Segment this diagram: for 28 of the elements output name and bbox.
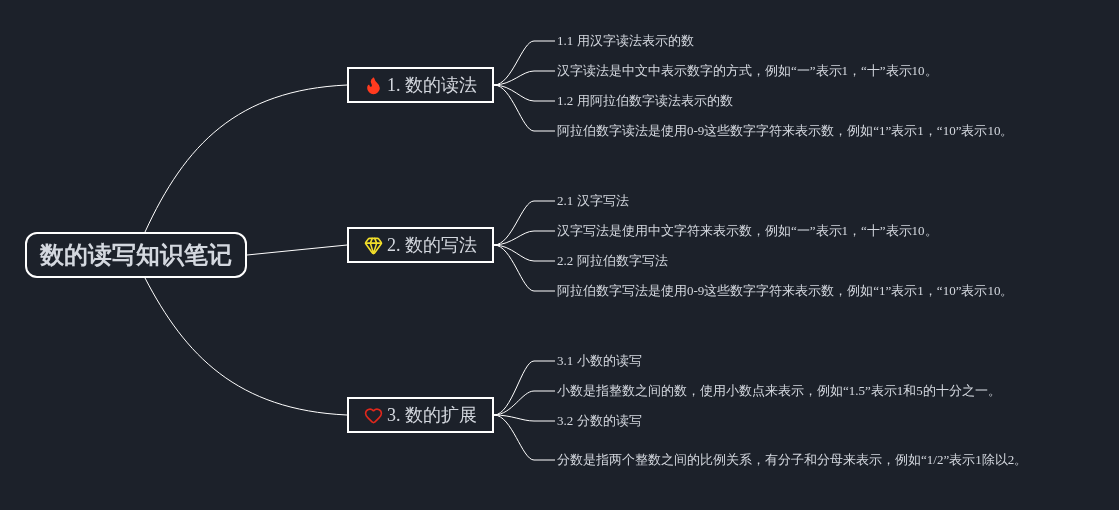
connector-line <box>493 70 556 86</box>
subtopic-text: 1.2 用阿拉伯数字读法表示的数 <box>557 92 733 110</box>
subtopic-text: 3.1 小数的读写 <box>557 352 642 370</box>
subtopic-text: 分数是指两个整数之间的比例关系，有分子和分母来表示，例如“1/2”表示1除以2。 <box>557 451 1028 469</box>
connector-line <box>493 244 556 292</box>
connector-line <box>493 414 556 422</box>
subtopic-text: 3.2 分数的读写 <box>557 412 642 430</box>
topic-label: 2. 数的写法 <box>387 234 477 257</box>
connector-line <box>493 84 556 132</box>
connector-line <box>144 84 348 233</box>
topic-box <box>347 397 494 433</box>
connector-line <box>493 414 556 461</box>
topic-box <box>347 67 494 103</box>
connector-line <box>144 277 348 416</box>
subtopic-text: 阿拉伯数字写法是使用0-9这些数字字符来表示数，例如“1”表示1，“10”表示10。 <box>557 282 1014 300</box>
subtopic-text: 2.1 汉字写法 <box>557 192 629 210</box>
subtopic-text: 1.1 用汉字读法表示的数 <box>557 32 694 50</box>
topic-box <box>347 227 494 263</box>
topic-label: 3. 数的扩展 <box>387 404 477 427</box>
connector-line <box>493 230 556 246</box>
subtopic-text: 汉字写法是使用中文字符来表示数，例如“一”表示1，“十”表示10。 <box>557 222 938 240</box>
subtopic-text: 小数是指整数之间的数，使用小数点来表示，例如“1.5”表示1和5的十分之一。 <box>557 382 1001 400</box>
connector-line <box>246 244 348 256</box>
subtopic-text: 阿拉伯数字读法是使用0-9这些数字字符来表示数，例如“1”表示1，“10”表示10。 <box>557 122 1014 140</box>
subtopic-text: 2.2 阿拉伯数字写法 <box>557 252 668 270</box>
central-topic: 数的读写知识笔记 <box>25 232 247 278</box>
subtopic-text: 汉字读法是中文中表示数字的方式，例如“一”表示1，“十”表示10。 <box>557 62 938 80</box>
topic-label: 1. 数的读法 <box>387 74 477 97</box>
